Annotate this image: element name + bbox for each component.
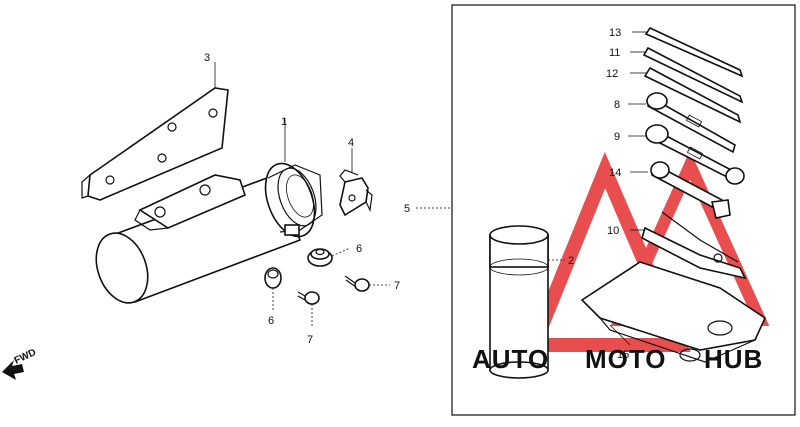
watermark-part1: AUTO <box>472 344 549 374</box>
part-11-screwdriver <box>630 46 744 104</box>
part-7-screw-right <box>344 275 390 292</box>
part-9-wrench <box>628 124 745 185</box>
callout-11: 11 <box>609 47 620 59</box>
part-1-tool-case <box>95 118 323 304</box>
callout-1: 1 <box>281 116 287 128</box>
part-15-tool-bag <box>580 261 767 363</box>
callout-9: 9 <box>614 131 620 143</box>
watermark-part2: MOTO <box>585 344 667 374</box>
watermark-part3: HUB <box>704 344 763 374</box>
part-2-container <box>489 225 565 379</box>
callout-3: 3 <box>204 52 210 64</box>
part-4-clip-bracket <box>339 148 373 217</box>
callout-15: 15 <box>617 349 629 361</box>
part-6-grommet-lower <box>264 267 282 310</box>
toolkit-group-frame <box>451 4 796 416</box>
callout-2: 2 <box>568 255 574 267</box>
callout-7-right: 7 <box>394 280 400 292</box>
part-10-pliers <box>630 211 747 280</box>
callout-12: 12 <box>606 68 618 80</box>
callout-6-upper: 6 <box>356 243 362 255</box>
callout-14: 14 <box>609 167 621 179</box>
watermark-text: AUTO MOTO HUB <box>472 344 763 374</box>
part-8-wrench <box>628 92 736 154</box>
callout-10: 10 <box>607 225 619 237</box>
part-7-screw-left <box>297 291 320 328</box>
fwd-arrow-indicator: FWD <box>2 347 38 380</box>
part-14-spanner <box>630 161 731 219</box>
callout-8: 8 <box>614 99 620 111</box>
part-12-handle <box>630 66 742 124</box>
callout-7-left: 7 <box>307 334 313 346</box>
callout-5: 5 <box>404 203 410 215</box>
part-3-bracket-plate <box>81 62 229 201</box>
part-6-grommet-upper <box>307 247 351 267</box>
callout-13: 13 <box>609 27 621 39</box>
callout-6-lower: 6 <box>268 315 274 327</box>
part-13-screwdriver <box>632 26 744 78</box>
fwd-label: FWD <box>13 347 38 367</box>
callout-4: 4 <box>348 137 354 149</box>
